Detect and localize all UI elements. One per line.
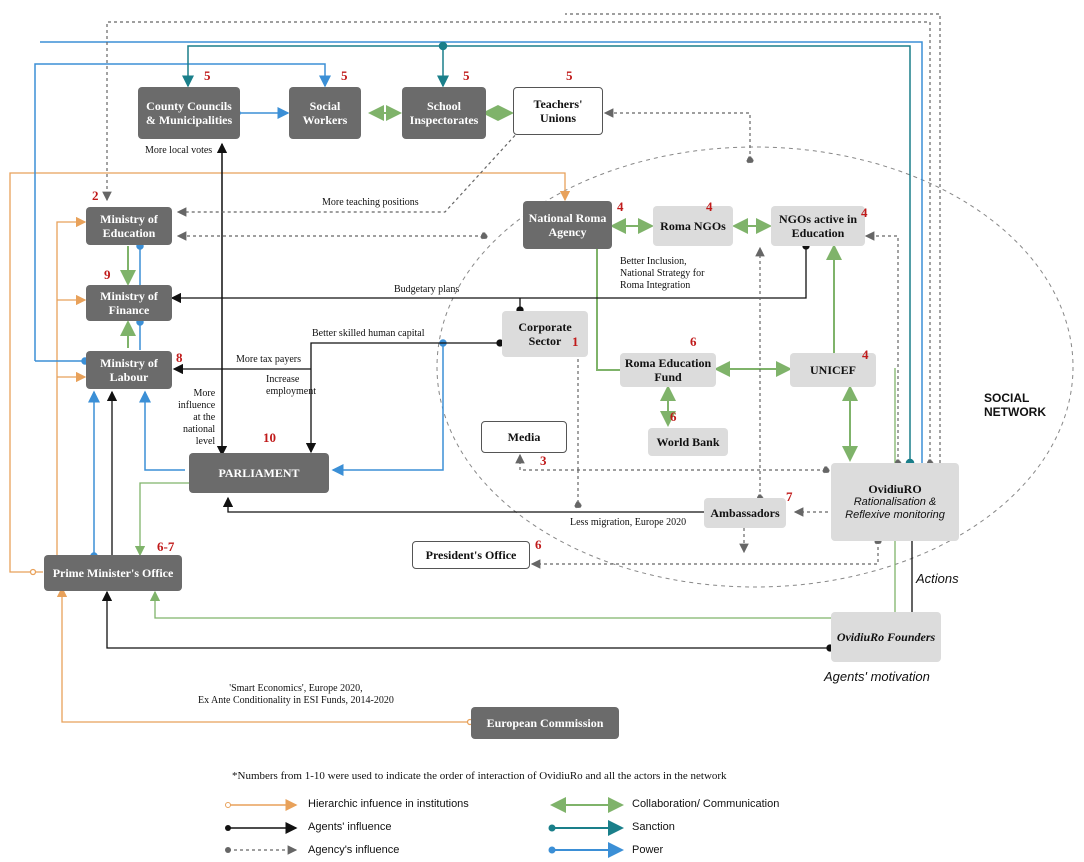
node-national-roma-agency: National Roma Agency bbox=[523, 201, 612, 249]
order-number: 6 bbox=[535, 537, 542, 552]
order-number: 7 bbox=[786, 489, 793, 504]
node-ministry-finance: Ministry of Finance bbox=[86, 285, 172, 321]
agent-edges bbox=[101, 142, 918, 652]
legend-collaboration: Collaboration/ Communication bbox=[632, 798, 780, 810]
legend-agency-influence: Agency's influence bbox=[308, 844, 400, 856]
label-better-skilled: Better skilled human capital bbox=[312, 328, 425, 339]
order-number: 4 bbox=[706, 199, 713, 214]
label-actions: Actions bbox=[916, 571, 959, 586]
node-ambassadors: Ambassadors bbox=[704, 498, 786, 528]
legend-sanction: Sanction bbox=[632, 821, 675, 833]
label-budgetary-plans: Budgetary plans bbox=[394, 284, 460, 295]
order-number: 6 bbox=[690, 334, 697, 349]
order-number: 6 bbox=[670, 409, 677, 424]
footnote: *Numbers from 1-10 were used to indicate… bbox=[232, 770, 727, 782]
order-number: 4 bbox=[617, 199, 624, 214]
label-better-inclusion: Better Inclusion, National Strategy for … bbox=[620, 256, 705, 291]
node-roma-ngos: Roma NGOs bbox=[653, 206, 733, 246]
node-prime-ministers-office: Prime Minister's Office bbox=[44, 555, 182, 591]
legend-agents-influence: Agents' influence bbox=[308, 821, 392, 833]
node-ministry-labour: Ministry of Labour bbox=[86, 351, 172, 389]
order-number: 5 bbox=[463, 68, 470, 83]
order-number: 6-7 bbox=[157, 539, 175, 554]
order-number: 5 bbox=[566, 68, 573, 83]
label-social-network: SOCIAL NETWORK bbox=[984, 391, 1046, 419]
order-number: 1 bbox=[572, 334, 579, 349]
order-number: 8 bbox=[176, 350, 183, 365]
label-more-influence: More influence at the national level bbox=[178, 388, 216, 447]
legend-hierarchic: Hierarchic infuence in institutions bbox=[308, 798, 469, 810]
order-number: 10 bbox=[263, 430, 276, 445]
node-ovidiuro-founders: OvidiuRo Founders bbox=[831, 612, 941, 662]
order-number: 4 bbox=[862, 347, 869, 362]
order-number: 2 bbox=[92, 188, 99, 203]
node-corporate-sector: Corporate Sector bbox=[502, 311, 588, 357]
ovidiuro-subtitle: Rationalisation & Reflexive monitoring bbox=[845, 496, 945, 521]
node-ovidiuro: OvidiuRO Rationalisation & Reflexive mon… bbox=[831, 463, 959, 541]
ovidiuro-title: OvidiuRO bbox=[868, 482, 922, 496]
node-county-councils: County Councils & Municipalities bbox=[138, 87, 240, 139]
node-european-commission: European Commission bbox=[471, 707, 619, 739]
order-number: 5 bbox=[204, 68, 211, 83]
node-ministry-education: Ministry of Education bbox=[86, 207, 172, 245]
label-agents-motivation: Agents' motivation bbox=[824, 669, 930, 684]
node-social-workers: Social Workers bbox=[289, 87, 361, 139]
order-number: 3 bbox=[540, 453, 547, 468]
node-parliament: PARLIAMENT bbox=[189, 453, 329, 493]
label-more-tax-payers: More tax payers bbox=[236, 354, 301, 365]
node-roma-education-fund: Roma Education Fund bbox=[620, 353, 716, 387]
node-unicef: UNICEF bbox=[790, 353, 876, 387]
node-teachers-unions: Teachers' Unions bbox=[513, 87, 603, 135]
agency-edges bbox=[102, 13, 941, 569]
collaboration-edges bbox=[120, 105, 858, 462]
label-more-teaching-positions: More teaching positions bbox=[322, 197, 419, 208]
node-school-inspectorates: School Inspectorates bbox=[402, 87, 486, 139]
power-edges bbox=[34, 41, 923, 560]
order-number: 9 bbox=[104, 267, 111, 282]
node-world-bank: World Bank bbox=[648, 428, 728, 456]
node-presidents-office: President's Office bbox=[412, 541, 530, 569]
node-ngos-education: NGOs active in Education bbox=[771, 206, 865, 246]
label-increase-employment: Increase employment bbox=[266, 374, 316, 397]
legend-power: Power bbox=[632, 844, 664, 856]
order-number: 4 bbox=[861, 205, 868, 220]
node-media: Media bbox=[481, 421, 567, 453]
order-number: 5 bbox=[341, 68, 348, 83]
legend-graphics bbox=[225, 797, 624, 858]
hierarchic-edges bbox=[9, 172, 571, 726]
label-smart-economics: 'Smart Economics', Europe 2020, Ex Ante … bbox=[198, 683, 394, 706]
social-network-boundary bbox=[436, 146, 1074, 588]
label-more-local-votes: More local votes bbox=[145, 145, 213, 156]
label-less-migration: Less migration, Europe 2020 bbox=[570, 517, 687, 528]
